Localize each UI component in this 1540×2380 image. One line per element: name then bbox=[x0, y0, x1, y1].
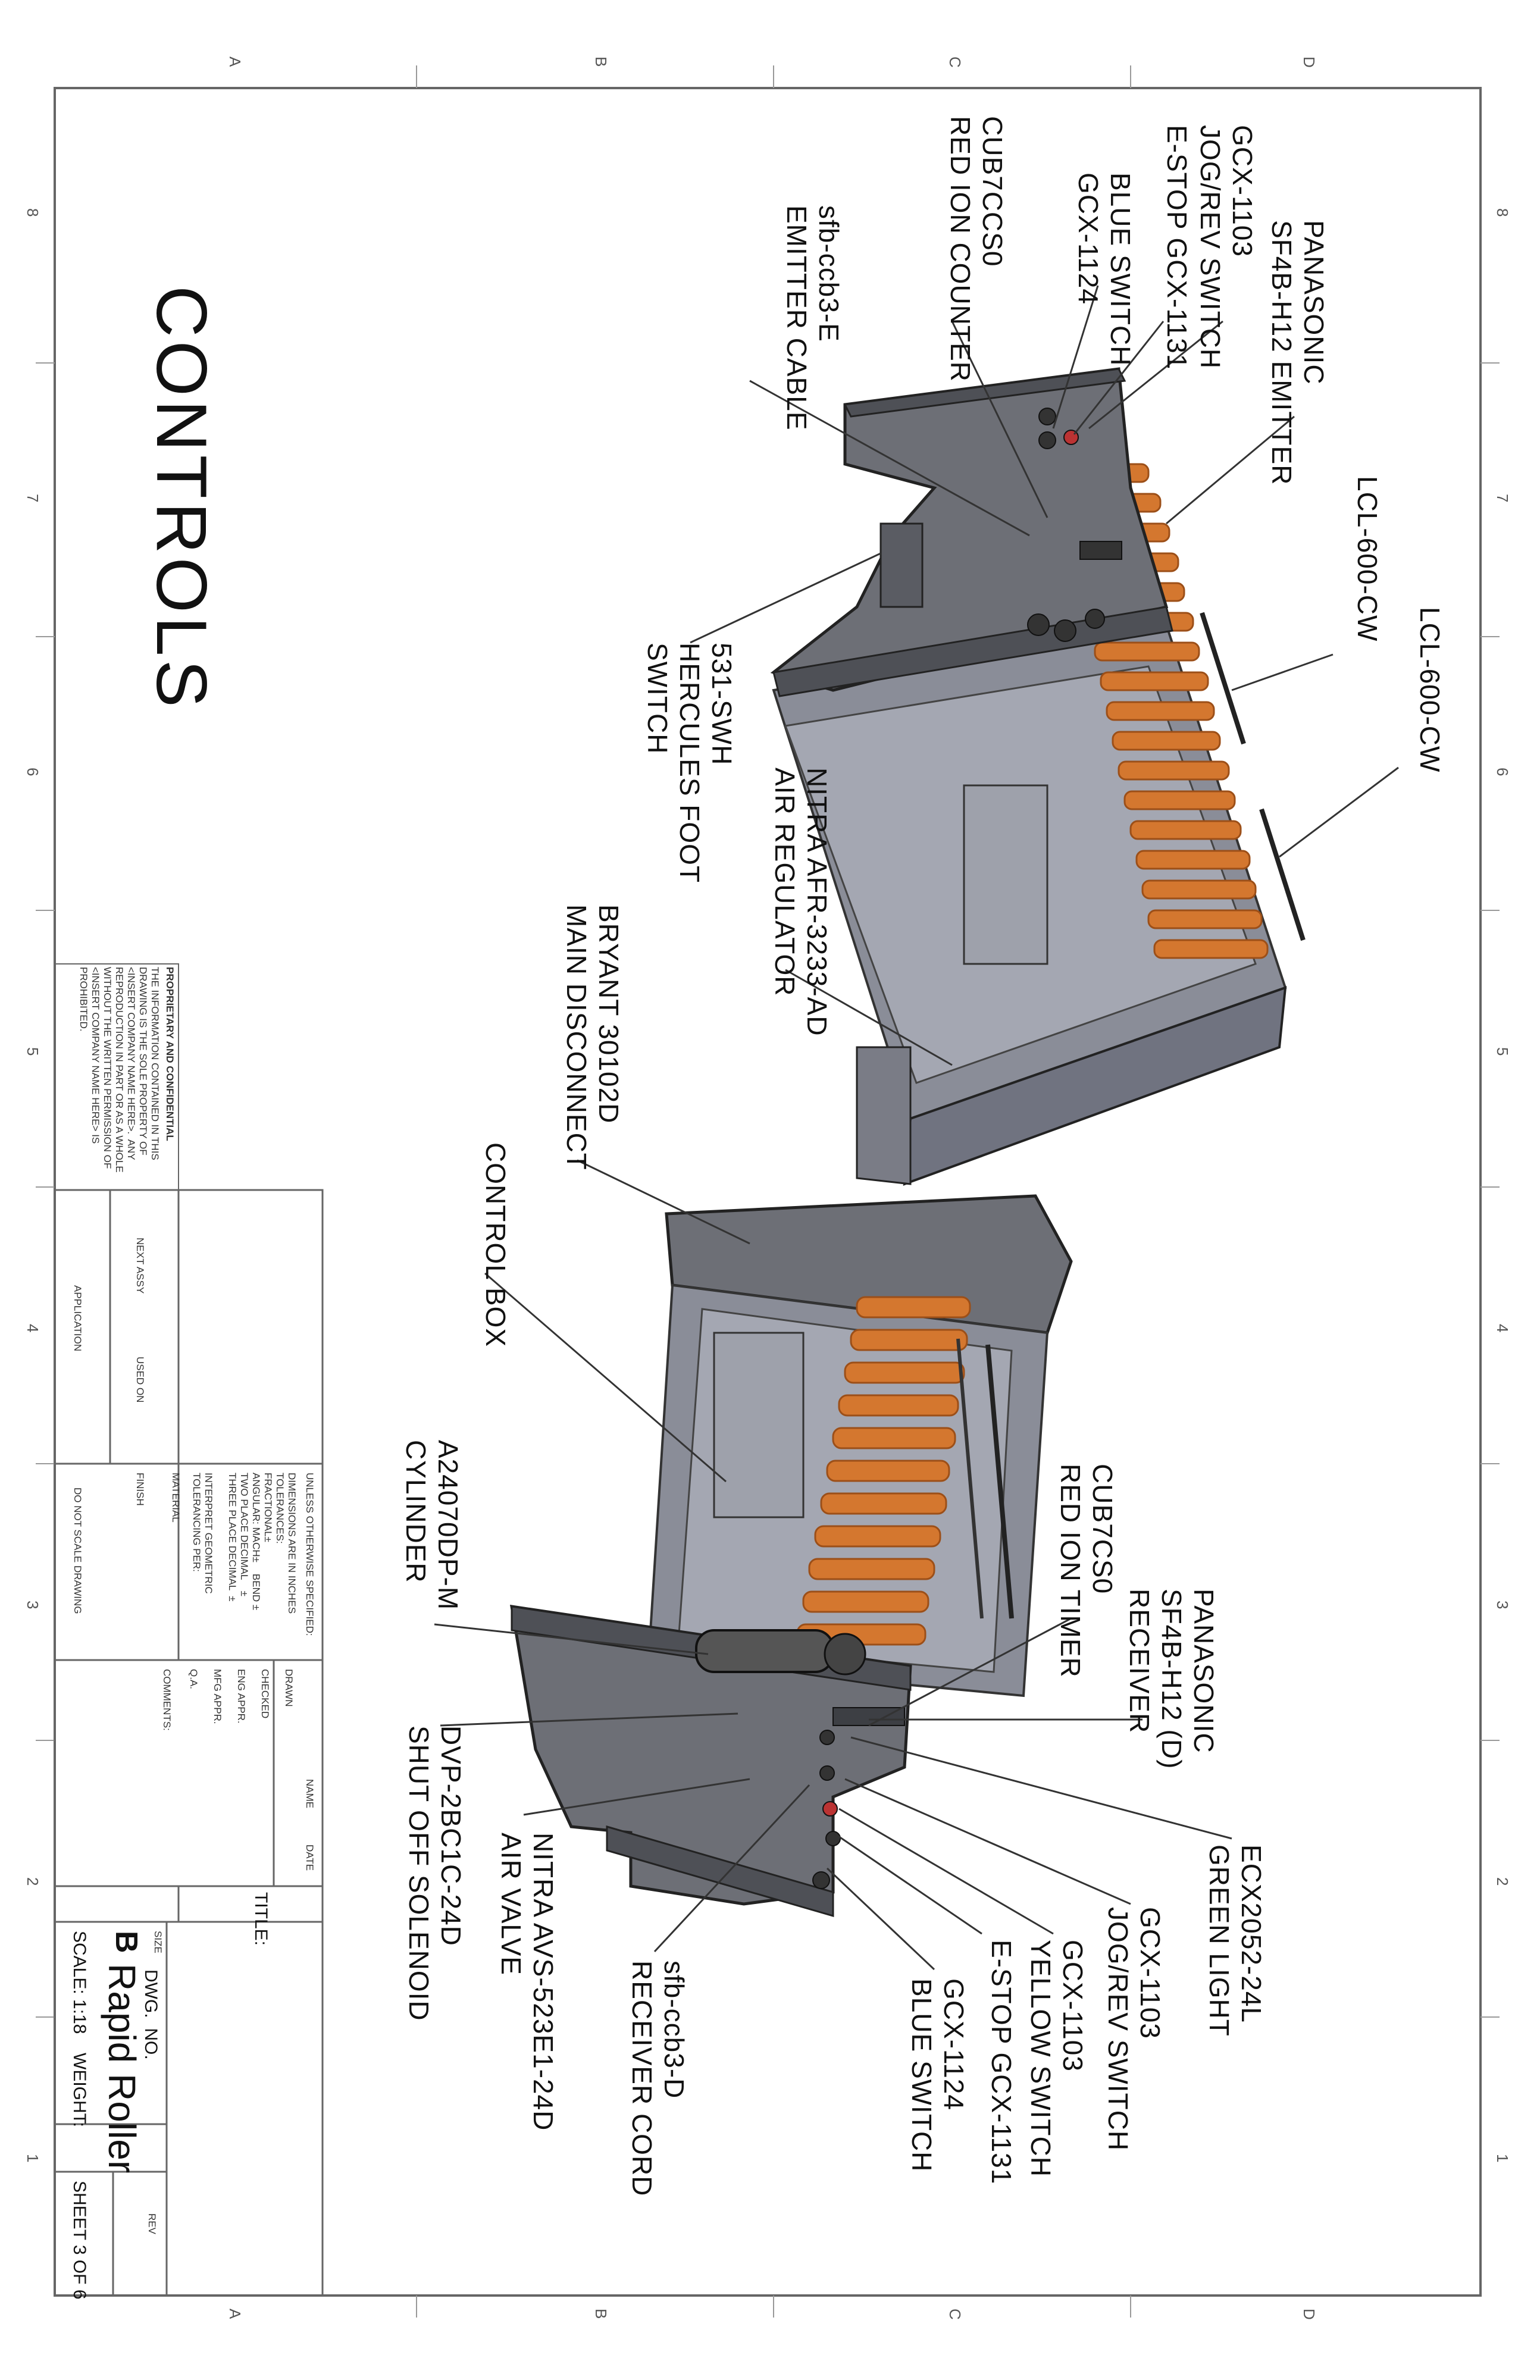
tb-dwg-no-value: Rapid Roller bbox=[101, 1964, 143, 2174]
zone-letter-a-bottom: A bbox=[226, 2309, 244, 2319]
callout-red-ion-timer: CUB7CS0 RED ION TIMER bbox=[1055, 1464, 1118, 1678]
tb-unless: UNLESS OTHERWISE SPECIFIED: bbox=[304, 1473, 315, 1636]
tb-rev-label: REV bbox=[146, 2213, 158, 2234]
tb-size-label: SIZE bbox=[152, 1931, 164, 1953]
callout-foot-switch: 531-SWH HERCULES FOOT SWITCH bbox=[642, 643, 737, 884]
zone-number-1-right: 1 bbox=[1494, 2154, 1511, 2163]
tb-row-checked: CHECKED bbox=[259, 1669, 271, 1719]
bottom-machine-view bbox=[509, 1194, 1073, 1917]
callout-emitter-cable: sfb-ccb3-E EMITTER CABLE bbox=[781, 205, 844, 431]
callout-air-valve: NITRA AVS-523E1-24D AIR VALVE bbox=[496, 1833, 559, 2131]
tb-used-on: USED ON bbox=[134, 1357, 146, 1403]
zone-number-4-right: 4 bbox=[1494, 1324, 1511, 1333]
tb-title-label: TITLE: bbox=[251, 1892, 271, 1946]
tb-row-drawn: DRAWN bbox=[283, 1669, 295, 1707]
zone-number-2-right: 2 bbox=[1494, 1877, 1511, 1886]
page-title: CONTROLS bbox=[142, 286, 221, 711]
tb-dwg-no-label: DWG. NO. bbox=[141, 1969, 161, 2060]
zone-letter-b-bottom: B bbox=[592, 2309, 610, 2319]
callout-jog-rev-switch: GCX-1103 JOG/REV SWITCH bbox=[1195, 125, 1258, 369]
top-machine-view bbox=[770, 367, 1306, 1186]
zone-number-3-right: 3 bbox=[1494, 1601, 1511, 1609]
zone-number-5: 5 bbox=[24, 1047, 42, 1056]
zone-letter-a: A bbox=[226, 57, 244, 67]
tb-weight: WEIGHT: bbox=[70, 2053, 89, 2127]
tb-row-comments: COMMENTS: bbox=[161, 1669, 173, 1731]
callout-red-ion-counter: CUB7CCS0 RED ION COUNTER bbox=[945, 116, 1008, 382]
zone-letter-c: C bbox=[946, 57, 964, 68]
callout-light-curtain-1: LCL-600-CW bbox=[1352, 476, 1383, 642]
leaders-top bbox=[577, 285, 1399, 1245]
zone-number-1: 1 bbox=[24, 2154, 42, 2163]
zone-number-5-right: 5 bbox=[1494, 1047, 1511, 1056]
tb-date-header: DATE bbox=[304, 1844, 315, 1871]
tb-next-assy: NEXT ASSY bbox=[134, 1238, 146, 1294]
tb-do-not-scale: DO NOT SCALE DRAWING bbox=[72, 1488, 83, 1614]
zone-number-2: 2 bbox=[24, 1877, 42, 1886]
zone-number-7-right: 7 bbox=[1494, 494, 1511, 503]
callout-yellow-switch: GCX-1103 YELLOW SWITCH bbox=[1025, 1940, 1088, 2177]
callout-cylinder: A24070DP-M CYLINDER bbox=[400, 1440, 464, 1611]
tb-application: APPLICATION bbox=[72, 1285, 83, 1352]
callout-jog-rev-switch-bottom: GCX-1103 JOG/REV SWITCH bbox=[1103, 1907, 1166, 2152]
callout-receiver-cord: sfb-ccb3-D RECEIVER CORD bbox=[627, 1961, 690, 2197]
tb-tolerances: DIMENSIONS ARE IN INCHES TOLERANCES: FRA… bbox=[227, 1473, 298, 1614]
tb-row-mfg-appr: MFG APPR. bbox=[212, 1669, 223, 1724]
callout-air-regulator: NITRA AFR-3233-AD AIR REGULATOR bbox=[769, 768, 832, 1036]
zone-number-3: 3 bbox=[24, 1601, 42, 1609]
zone-number-4: 4 bbox=[24, 1324, 42, 1333]
title-block-frame bbox=[54, 1189, 324, 2297]
zone-letter-d: D bbox=[1300, 57, 1318, 68]
callout-blue-switch-bottom: GCX-1124 BLUE SWITCH bbox=[906, 1978, 969, 2172]
zone-letter-b: B bbox=[592, 57, 610, 67]
zone-number-6-right: 6 bbox=[1494, 768, 1511, 776]
zone-letter-d-bottom: D bbox=[1300, 2309, 1318, 2320]
callout-light-curtain-2: LCL-600-CW bbox=[1414, 607, 1445, 773]
callout-main-disconnect: BRYANT 30102D MAIN DISCONNECT bbox=[561, 904, 624, 1170]
callout-control-box: CONTROL BOX bbox=[480, 1142, 511, 1348]
callout-green-light: ECX2052-24L GREEN LIGHT bbox=[1204, 1844, 1267, 2037]
callout-emitter: PANASONIC SF4B-H12 EMITTER bbox=[1266, 220, 1329, 486]
proprietary-body: THE INFORMATION CONTAINED IN THIS DRAWIN… bbox=[78, 967, 161, 1173]
tb-size-value: B bbox=[109, 1931, 143, 1953]
callout-blue-switch: BLUE SWITCH GCX-1124 bbox=[1073, 173, 1136, 367]
proprietary-heading: PROPRIETARY AND CONFIDENTIAL bbox=[164, 967, 176, 1141]
zone-letter-c-bottom: C bbox=[946, 2309, 964, 2320]
tb-sheet: SHEET 3 OF 6 bbox=[70, 2181, 89, 2300]
zone-number-6: 6 bbox=[24, 768, 42, 776]
callout-shutoff-solenoid: DVP-2BC1C-24D SHUT OFF SOLENOID bbox=[403, 1726, 467, 2021]
tb-row-eng-appr: ENG APPR. bbox=[236, 1669, 247, 1724]
leaders-bottom bbox=[434, 1272, 1232, 1971]
callout-receiver: PANASONIC SF4B-H12 (D) RECEIVER bbox=[1124, 1589, 1219, 1770]
tb-scale: SCALE: 1:18 bbox=[70, 1931, 89, 2034]
callout-estop-bottom: E-STOP GCX-1131 bbox=[986, 1940, 1017, 2185]
zone-number-7: 7 bbox=[24, 494, 42, 503]
callout-estop: E-STOP GCX-1131 bbox=[1162, 125, 1192, 370]
tb-row-qa: Q.A. bbox=[188, 1669, 199, 1690]
tb-material: MATERIAL bbox=[170, 1473, 181, 1523]
tb-interpret: INTERPRET GEOMETRIC TOLERANCING PER: bbox=[191, 1473, 214, 1594]
tb-name-header: NAME bbox=[304, 1779, 315, 1809]
tb-finish: FINISH bbox=[134, 1473, 146, 1506]
zone-number-8: 8 bbox=[24, 208, 42, 217]
zone-number-8-right: 8 bbox=[1494, 208, 1511, 217]
